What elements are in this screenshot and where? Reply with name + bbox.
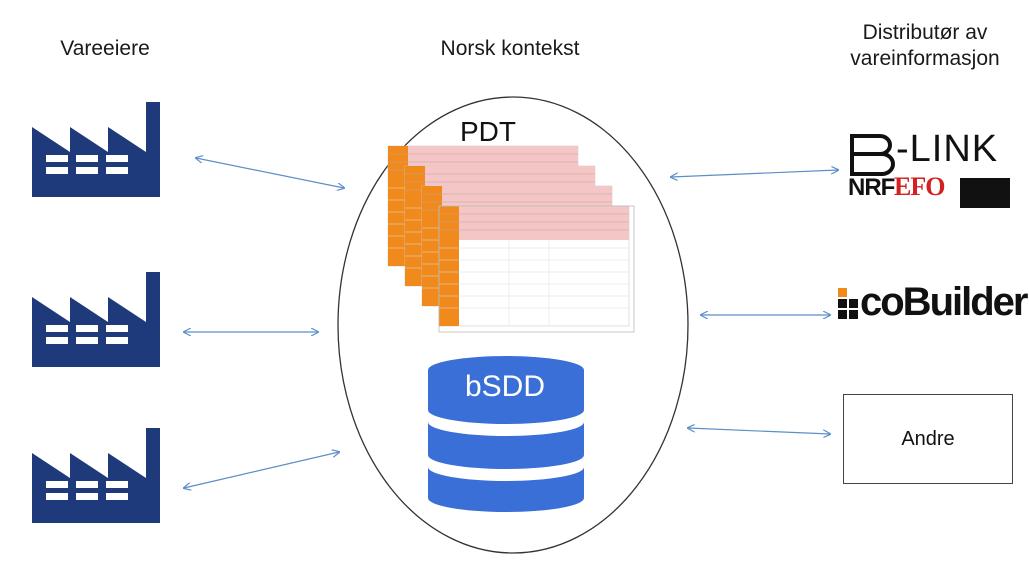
factory-icon <box>32 428 160 523</box>
efo-mark-icon <box>960 178 1010 208</box>
nrf-text: NRF <box>848 174 895 201</box>
pdt-sheets-icon <box>387 145 635 333</box>
cobuilder-squares-icon <box>838 288 858 319</box>
andre-box: Andre <box>843 394 1013 484</box>
connection-arrows <box>184 158 838 488</box>
andre-label: Andre <box>901 427 955 450</box>
efo-text: EFO <box>894 172 945 201</box>
bsdd-label: bSDD <box>464 370 546 403</box>
pdt-label: PDT <box>460 116 516 147</box>
database-icon <box>428 356 584 512</box>
cobuilder-logo: coBuilder <box>838 280 1028 332</box>
blink-text: -LINK <box>896 128 999 170</box>
factory-icon <box>32 102 160 197</box>
cobuilder-text: coBuilder <box>860 280 1028 324</box>
norsk-kontekst-label: Norsk kontekst <box>440 37 580 60</box>
blink-logo: -LINK NRF EFO <box>848 128 1016 216</box>
vareeiere-label: Vareeiere <box>60 37 150 60</box>
blink-b-icon <box>850 134 895 176</box>
factory-icon <box>32 272 160 367</box>
distributor-label: Distributør av vareinformasjon <box>850 21 1000 71</box>
